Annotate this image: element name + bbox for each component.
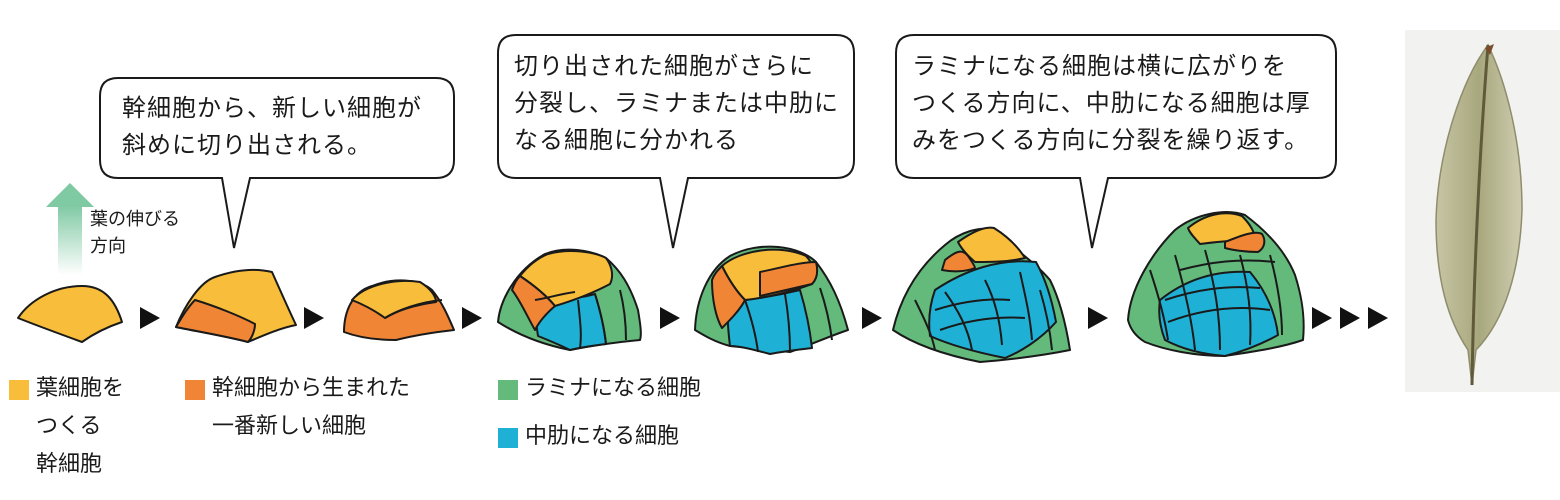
speech-bubble-2 [497,34,855,249]
legend-swatch-stem-cell [9,380,29,400]
stage-arrow-1 [140,307,160,329]
stage-arrow-4 [660,307,680,329]
stage-arrows [140,307,1388,329]
stage-arrow-3 [462,307,482,329]
stage-arrow-5 [862,307,882,329]
cell-stage-4 [497,248,642,351]
cell-stage-1 [17,285,123,343]
stage-arrow-6 [1088,307,1108,329]
growth-direction-arrow [46,183,94,275]
cell-stage-3 [343,279,455,341]
cell-stage-5 [694,245,849,355]
legend-label-stem-cell: 葉細胞を つくる 幹細胞 [36,376,125,477]
stage-arrow-2 [304,307,324,329]
moss-leaf-photo [1405,30,1560,392]
legend-swatch-midrib-cell [498,428,518,448]
legend-label-newest-cell: 幹細胞から生まれた 一番新しい細胞 [212,376,411,439]
cell-stage-2 [175,268,297,343]
stage-arrow-8 [1340,307,1360,329]
stage-arrow-9 [1368,307,1388,329]
cell-stage-7 [1127,211,1305,357]
stage-arrow-7 [1312,307,1332,329]
growth-direction-label: 葉の伸びる 方向 [90,209,180,257]
speech-bubble-2-text: 切り出された細胞がさらに 分裂し、ラミナまたは中肋に なる細胞に分かれる [514,52,839,154]
legend-label-midrib-cell: 中肋になる細胞 [525,424,680,449]
speech-bubble-1 [99,77,455,249]
legend-swatch-lamina-cell [498,380,518,400]
legend-label-lamina-cell: ラミナになる細胞 [525,376,702,401]
cell-stage-6 [892,226,1071,363]
legend-swatch-newest-cell [185,380,205,400]
speech-bubble-3-text: ラミナになる細胞は横に広がりを つくる方向に、中肋になる細胞は厚 みをつくる方向… [912,52,1311,154]
speech-bubble-3 [895,34,1337,249]
speech-bubble-1-text: 幹細胞から、新しい細胞が 斜めに切り出される。 [122,94,422,159]
